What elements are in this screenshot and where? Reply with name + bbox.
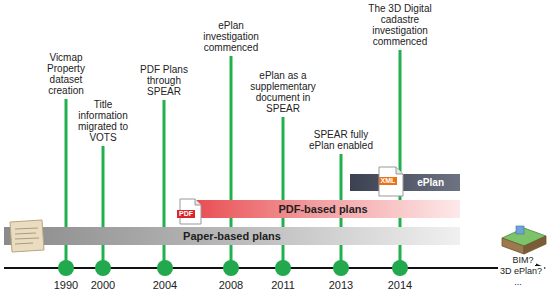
bim-building (516, 226, 524, 234)
event-label: PDF Plans through SPEAR (136, 64, 192, 97)
bim-side (524, 236, 546, 254)
paper-writing (15, 228, 39, 244)
event-label: Title information migrated to VOTS (73, 99, 133, 143)
paper-sheet (10, 220, 44, 252)
year-label: 2011 (263, 279, 303, 291)
year-label: 2014 (380, 279, 420, 291)
time-axis (4, 267, 536, 269)
pdf-band: PDF-based plans (186, 200, 460, 218)
event-label: Vicmap Property dataset creation (37, 52, 95, 96)
band-label: PDF-based plans (278, 203, 367, 215)
event-label: ePlan investigation commenced (200, 20, 262, 53)
future-label: BIM? (510, 255, 535, 265)
year-dot (275, 260, 291, 276)
year-label: 2004 (145, 279, 185, 291)
eplan-band: ePlan (350, 174, 460, 191)
bim-side (502, 238, 524, 254)
band-label: Paper-based plans (183, 230, 281, 242)
paper-band: Paper-based plans (4, 227, 460, 245)
xml-sheet (379, 167, 403, 196)
year-dots (58, 260, 408, 276)
event-label: The 3D Digital cadastre investigation co… (360, 3, 440, 47)
xml-icon (379, 167, 403, 196)
year-label: 2000 (83, 279, 123, 291)
xml-tag: XML (379, 177, 398, 185)
year-label: 2008 (211, 279, 251, 291)
year-label: 2013 (321, 279, 361, 291)
bim-icon (502, 226, 546, 254)
year-dot (333, 260, 349, 276)
year-label: 1990 (46, 279, 86, 291)
year-dot (223, 260, 239, 276)
year-dot (58, 260, 74, 276)
year-dot (157, 260, 173, 276)
paper-icon (10, 220, 44, 252)
xml-fold (396, 167, 403, 174)
event-label: ePlan as a supplementary document in SPE… (248, 70, 318, 114)
event-label: SPEAR fully ePlan enabled (304, 129, 378, 151)
band-label: ePlan (417, 177, 444, 188)
pdf-tag: PDF (177, 210, 195, 218)
year-dot (95, 260, 111, 276)
future-label: ... (512, 277, 524, 287)
year-dot (392, 260, 408, 276)
future-label: 3D ePlan? (498, 266, 544, 276)
